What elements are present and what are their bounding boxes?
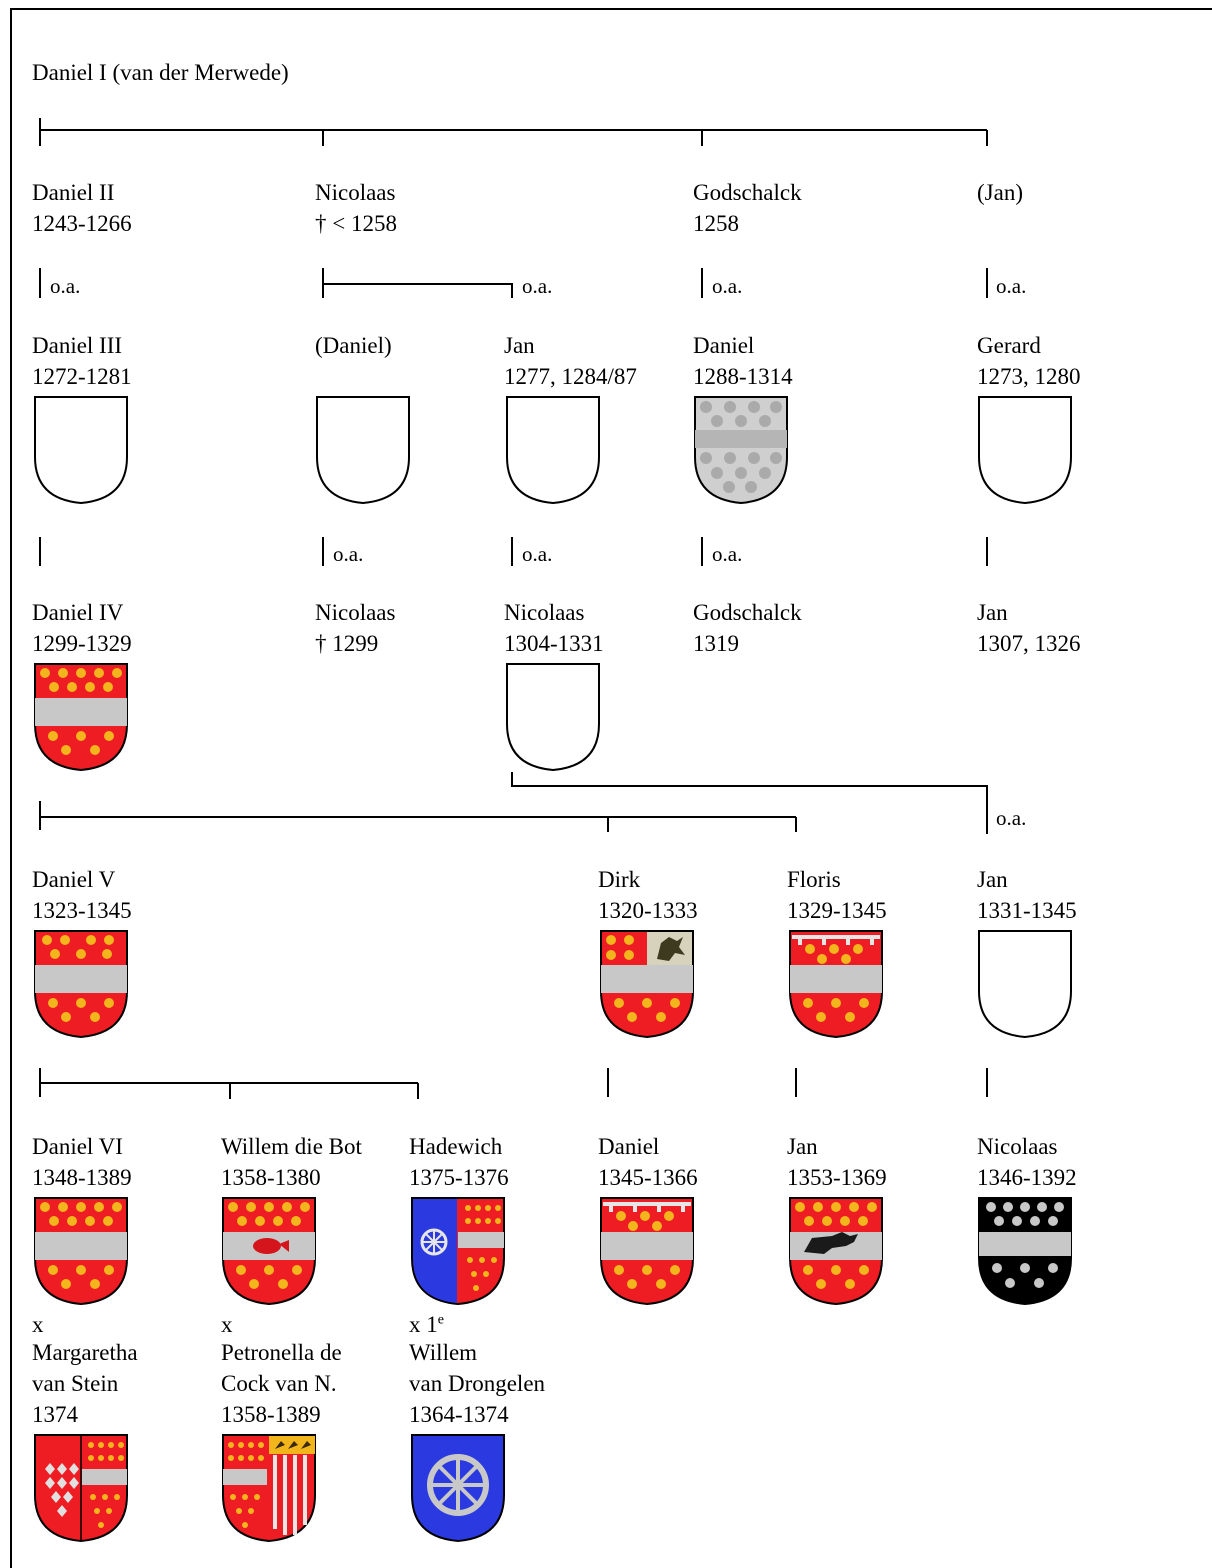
blank-shield-icon — [505, 662, 601, 772]
person-daniel6-name: Daniel VI — [32, 1131, 123, 1162]
grey-coat-of-arms-icon — [693, 395, 789, 505]
person-jan2-dates: 1277, 1284/87 — [504, 361, 637, 392]
person-jan3-name: Jan — [977, 597, 1008, 628]
spouse-petronella-dates: 1358-1389 — [221, 1399, 321, 1430]
person-hadewich-dates: 1375-1376 — [409, 1162, 509, 1193]
spouse-marker: x — [32, 1309, 44, 1340]
oa-label: o.a. — [522, 542, 552, 566]
merwede-coat-of-arms-icon — [33, 1196, 129, 1306]
branch-line-daniel5 — [40, 1068, 418, 1099]
root-person-name: Daniel I (van der Merwede) — [32, 57, 289, 88]
branch-line-nicolaas3 — [512, 772, 987, 834]
blank-shield-icon — [315, 395, 411, 505]
person-daniel3-name: Daniel III — [32, 330, 122, 361]
merwede-coat-of-arms-icon — [33, 929, 129, 1039]
spouse-petronella-line2: Cock van N. — [221, 1368, 337, 1399]
person-jan4-dates: 1331-1345 — [977, 895, 1077, 926]
person-daniel-b-name: (Daniel) — [315, 330, 392, 361]
person-godschalck1-name: Godschalck — [693, 177, 802, 208]
person-nicolaas1-dates: † < 1258 — [315, 208, 397, 239]
floris-coat-of-arms-icon — [788, 929, 884, 1039]
spouse-marker-sup: e — [438, 1312, 444, 1327]
person-gerard-name: Gerard — [977, 330, 1041, 361]
person-daniel5-dates: 1323-1345 — [32, 895, 132, 926]
person-jan5-name: Jan — [787, 1131, 818, 1162]
blank-shield-icon — [505, 395, 601, 505]
willem-coat-of-arms-icon — [221, 1196, 317, 1306]
person-daniel-g-name: Daniel — [693, 330, 754, 361]
person-willem-dates: 1358-1380 — [221, 1162, 321, 1193]
spouse-drongelen-line1: Willem — [409, 1337, 477, 1368]
branch-line-daniel4 — [40, 801, 796, 832]
spouse-margaretha-dates: 1374 — [32, 1399, 78, 1430]
oa-label: o.a. — [996, 274, 1026, 298]
merwede-coat-of-arms-icon — [33, 662, 129, 772]
person-daniel2-dates: 1243-1266 — [32, 208, 132, 239]
oa-label: o.a. — [522, 274, 552, 298]
person-daniel4-dates: 1299-1329 — [32, 628, 132, 659]
floris-coat-of-arms-icon — [599, 1196, 695, 1306]
person-gerard-dates: 1273, 1280 — [977, 361, 1081, 392]
oa-label: o.a. — [712, 274, 742, 298]
person-daniel5-name: Daniel V — [32, 864, 115, 895]
person-nicolaas3-name: Nicolaas — [504, 597, 584, 628]
de-cock-coat-of-arms-icon — [221, 1433, 317, 1543]
person-daniel-g-dates: 1288-1314 — [693, 361, 793, 392]
spouse-drongelen-line2: van Drongelen — [409, 1368, 545, 1399]
spouse-drongelen-dates: 1364-1374 — [409, 1399, 509, 1430]
person-daniel-d-dates: 1345-1366 — [598, 1162, 698, 1193]
blank-shield-icon — [977, 929, 1073, 1039]
blank-shield-icon — [977, 395, 1073, 505]
person-willem-name: Willem die Bot — [221, 1131, 362, 1162]
person-daniel6-dates: 1348-1389 — [32, 1162, 132, 1193]
spouse-marker: x — [221, 1309, 233, 1340]
person-jan1-name: (Jan) — [977, 177, 1023, 208]
spouse-margaretha-line2: van Stein — [32, 1368, 118, 1399]
person-nicolaas2-dates: † 1299 — [315, 628, 378, 659]
blank-shield-icon — [33, 395, 129, 505]
person-jan3-dates: 1307, 1326 — [977, 628, 1081, 659]
spouse-petronella-line1: Petronella de — [221, 1337, 342, 1368]
branch-line-gen1 — [40, 118, 987, 146]
van-stein-coat-of-arms-icon — [33, 1433, 129, 1543]
hadewich-coat-of-arms-icon — [410, 1196, 506, 1306]
black-coat-of-arms-icon — [977, 1196, 1073, 1306]
person-nicolaas4-name: Nicolaas — [977, 1131, 1057, 1162]
oa-label: o.a. — [996, 806, 1026, 830]
person-daniel2-name: Daniel II — [32, 177, 114, 208]
oa-label: o.a. — [712, 542, 742, 566]
person-daniel4-name: Daniel IV — [32, 597, 123, 628]
person-godschalck1-dates: 1258 — [693, 208, 739, 239]
person-floris-name: Floris — [787, 864, 841, 895]
oa-label: o.a. — [333, 542, 363, 566]
person-nicolaas1-name: Nicolaas — [315, 177, 395, 208]
oa-label: o.a. — [50, 274, 80, 298]
person-godschalck2-dates: 1319 — [693, 628, 739, 659]
person-dirk-name: Dirk — [598, 864, 640, 895]
person-nicolaas4-dates: 1346-1392 — [977, 1162, 1077, 1193]
person-godschalck2-name: Godschalck — [693, 597, 802, 628]
person-floris-dates: 1329-1345 — [787, 895, 887, 926]
person-hadewich-name: Hadewich — [409, 1131, 502, 1162]
person-daniel3-dates: 1272-1281 — [32, 361, 132, 392]
branch-line-nicolaas1 — [323, 268, 512, 298]
van-drongelen-coat-of-arms-icon — [410, 1433, 506, 1543]
dirk-coat-of-arms-icon — [599, 929, 695, 1039]
spouse-margaretha-line1: Margaretha — [32, 1337, 138, 1368]
person-nicolaas3-dates: 1304-1331 — [504, 628, 604, 659]
jan-coat-of-arms-icon — [788, 1196, 884, 1306]
spouse-marker: x 1e — [409, 1309, 444, 1340]
person-daniel-d-name: Daniel — [598, 1131, 659, 1162]
person-dirk-dates: 1320-1333 — [598, 895, 698, 926]
person-jan5-dates: 1353-1369 — [787, 1162, 887, 1193]
person-jan2-name: Jan — [504, 330, 535, 361]
spouse-marker-text: x 1 — [409, 1312, 438, 1337]
person-nicolaas2-name: Nicolaas — [315, 597, 395, 628]
person-jan4-name: Jan — [977, 864, 1008, 895]
